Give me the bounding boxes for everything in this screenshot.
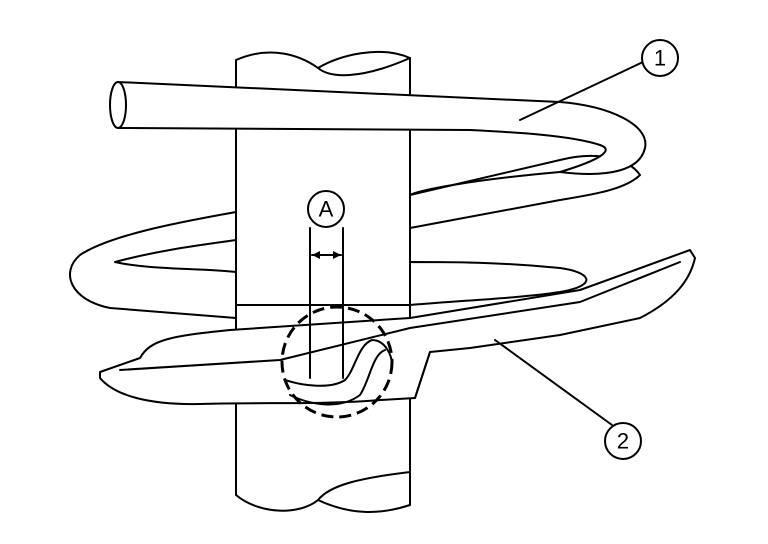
callout-1-label: 1 xyxy=(654,46,666,71)
detail-circle xyxy=(280,305,394,419)
callout-2-label: 2 xyxy=(617,429,629,454)
callout-a-label: A xyxy=(319,197,334,222)
dimension-a xyxy=(309,227,344,379)
coil-spring xyxy=(69,81,647,319)
callout-2: 2 xyxy=(494,339,642,460)
callout-1: 1 xyxy=(519,39,679,121)
callout-a: A xyxy=(307,190,345,228)
spring-seat xyxy=(99,249,696,406)
